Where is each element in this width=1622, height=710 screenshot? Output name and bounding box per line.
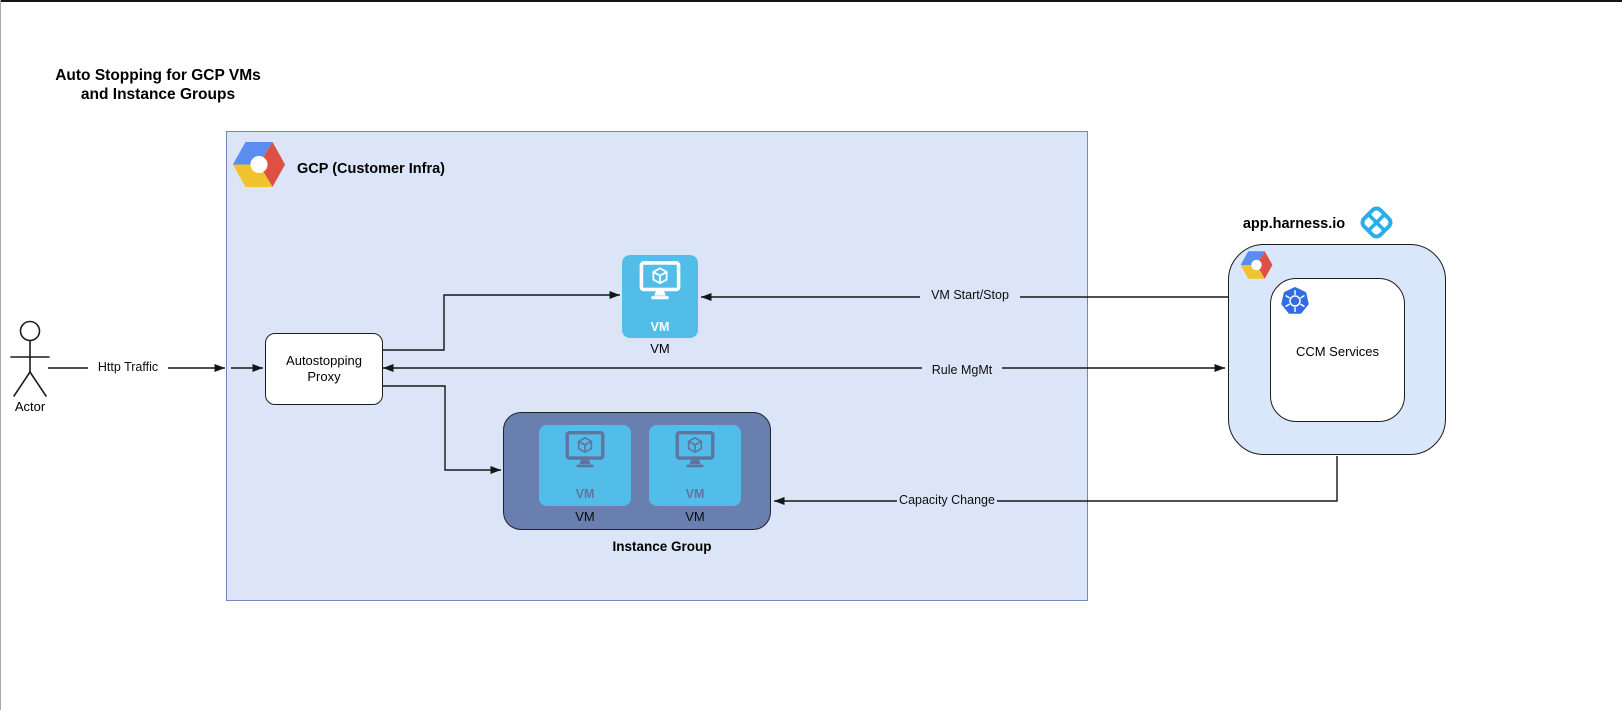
- screenshot-left-border: [0, 0, 1, 710]
- instance-group-vm-node: VM: [539, 425, 631, 506]
- screenshot-top-border: [0, 0, 1622, 2]
- instance-group-node: VM VM VM VM: [503, 412, 771, 530]
- vm-label: VM: [650, 341, 670, 356]
- page-title-line2: and Instance Groups: [80, 86, 236, 103]
- edge-label-rule-mgmt: Rule MgMt: [922, 362, 1002, 379]
- vm-badge: VM: [650, 320, 670, 334]
- edge-label-capacity-change: Capacity Change: [897, 492, 997, 509]
- vm-monitor-icon: [675, 431, 715, 468]
- proxy-label-line1: Autostopping: [286, 352, 362, 368]
- edge-label-vm-start-stop: VM Start/Stop: [920, 287, 1020, 304]
- actor-icon: [10, 320, 50, 397]
- vm-monitor-icon: [639, 261, 681, 300]
- page-title-line1: Auto Stopping for GCP VMs: [55, 67, 261, 84]
- ccm-services-label: CCM Services: [1295, 344, 1380, 359]
- harness-domain-label: app.harness.io: [1242, 216, 1346, 232]
- edge-label-http-traffic: Http Traffic: [88, 359, 168, 376]
- instance-group-vm-node: VM: [649, 425, 741, 506]
- autostopping-proxy-node: Autostopping Proxy: [265, 333, 383, 405]
- vm-monitor-icon: [565, 431, 605, 468]
- kubernetes-icon: [1281, 287, 1309, 314]
- harness-logo-icon: [1360, 206, 1393, 239]
- vm-badge: VM: [685, 487, 705, 501]
- gcp-logo-icon: [1240, 251, 1273, 279]
- page-title: Auto Stopping for GCP VMs and Instance G…: [36, 66, 280, 104]
- vm-badge: VM: [575, 487, 595, 501]
- vm-label: VM: [685, 509, 705, 524]
- vm-node: VM: [622, 255, 698, 338]
- proxy-label-line2: Proxy: [307, 369, 341, 384]
- gcp-box-label: GCP (Customer Infra): [297, 161, 445, 177]
- instance-group-label: Instance Group: [612, 539, 712, 554]
- actor-label: Actor: [14, 399, 46, 414]
- vm-label: VM: [575, 509, 595, 524]
- gcp-logo-icon: [232, 142, 286, 187]
